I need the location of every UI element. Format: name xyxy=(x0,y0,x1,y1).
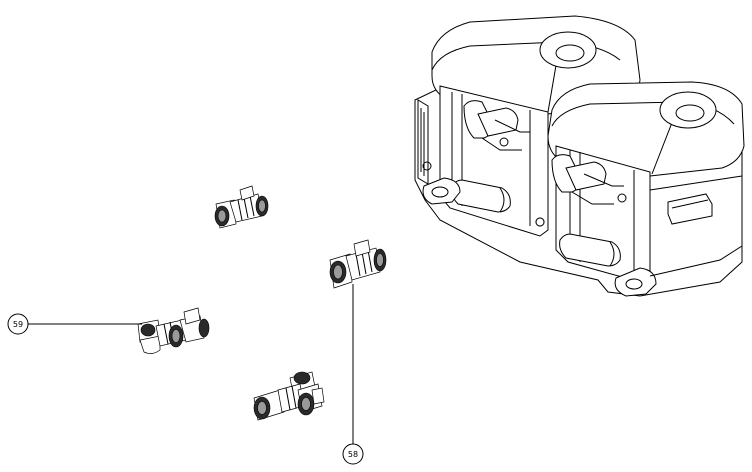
callout-58: 58 xyxy=(342,284,364,465)
callout-58-label: 58 xyxy=(348,450,358,459)
fitting-d xyxy=(253,371,325,421)
fitting-a xyxy=(214,185,269,229)
fitting-b xyxy=(329,239,387,289)
callout-59: 59 xyxy=(7,313,142,335)
callout-58-circle xyxy=(342,443,364,465)
fitting-c xyxy=(137,307,210,354)
pump-housing-assembly xyxy=(414,15,745,297)
left-pump-head xyxy=(417,15,641,237)
callout-59-circle xyxy=(7,313,29,335)
callout-59-label: 59 xyxy=(13,320,23,329)
right-pump-head xyxy=(535,81,745,297)
